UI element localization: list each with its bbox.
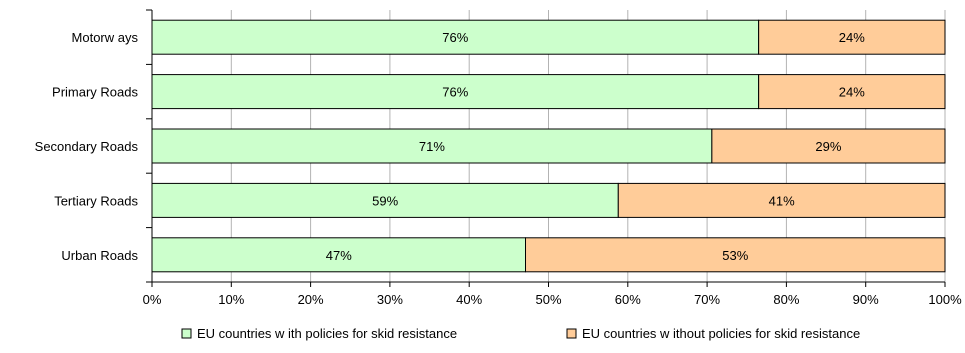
category-label: Secondary Roads [35,139,139,154]
category-label: Urban Roads [61,248,138,263]
bar-segment [711,128,946,164]
x-tick-label: 30% [377,292,403,307]
data-label: 29% [815,139,841,154]
bar-segment [151,128,713,164]
data-label: 59% [372,193,398,208]
category-label: Motorw ays [72,30,139,45]
legend-label: EU countries w ithout policies for skid … [582,326,860,341]
bar-segment [151,182,619,218]
legend-swatch [566,328,577,339]
bar-segment [758,74,946,110]
x-tick-label: 80% [773,292,799,307]
x-tick-label: 90% [853,292,879,307]
data-label: 71% [419,139,445,154]
data-label: 41% [769,193,795,208]
x-tick-label: 0% [143,292,162,307]
bar-segment [617,182,946,218]
data-label: 24% [839,85,865,100]
x-tick-label: 10% [218,292,244,307]
bar-segment [758,19,946,55]
data-label: 47% [326,248,352,263]
x-tick-label: 70% [694,292,720,307]
category-label: Tertiary Roads [54,193,138,208]
x-tick-label: 20% [298,292,324,307]
data-label: 76% [442,30,468,45]
bar-segment [151,237,527,273]
data-label: 76% [442,85,468,100]
legend-label: EU countries w ith policies for skid res… [197,326,457,341]
x-tick-label: 100% [928,292,962,307]
x-tick-label: 40% [456,292,482,307]
legend-swatch [181,328,192,339]
x-tick-label: 50% [535,292,561,307]
data-label: 53% [722,248,748,263]
data-label: 24% [839,30,865,45]
category-label: Primary Roads [52,85,138,100]
x-tick-label: 60% [615,292,641,307]
bar-segment [525,237,946,273]
